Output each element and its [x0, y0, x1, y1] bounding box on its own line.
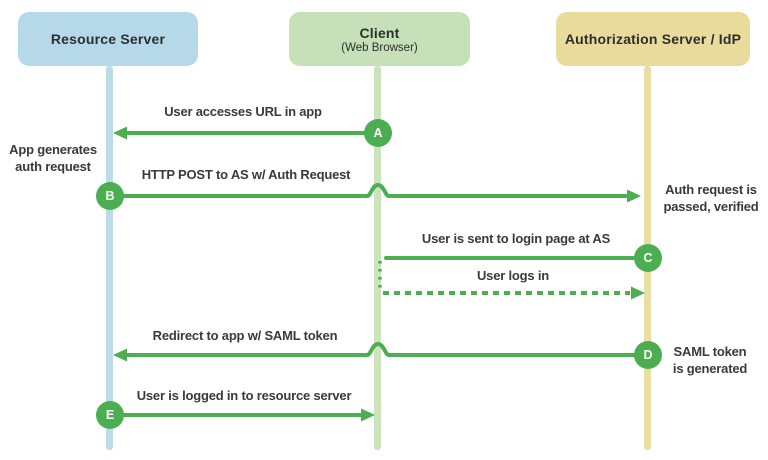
actor-box-resource-server: Resource Server	[18, 12, 198, 66]
step-badge-c: C	[634, 244, 662, 272]
message-label-sent-to-login-page: User is sent to login page at AS	[421, 231, 611, 246]
arrow-a-head	[113, 126, 127, 140]
message-label-user-logs-in: User logs in	[476, 268, 550, 283]
arrow-e-head	[361, 408, 375, 422]
side-note-line: is generated	[672, 361, 748, 376]
side-note-line: auth request	[15, 159, 91, 174]
message-label-redirect-saml-token: Redirect to app w/ SAML token	[152, 328, 338, 343]
side-note-auth-request-verified: Auth request is passed, verified	[663, 181, 758, 215]
actor-box-authorization-server: Authorization Server / IdP	[556, 12, 750, 66]
step-badge-e: E	[96, 401, 124, 429]
message-label-logged-in-resource: User is logged in to resource server	[136, 388, 352, 403]
actor-label-resource-server: Resource Server	[50, 31, 166, 47]
arrow-b-head	[627, 189, 641, 203]
side-note-app-generates-auth-request: App generates auth request	[9, 141, 97, 175]
actor-sublabel-web-browser: (Web Browser)	[341, 41, 418, 54]
actor-box-client: Client (Web Browser)	[289, 12, 470, 66]
side-note-line: App generates	[9, 142, 97, 157]
lifeline-resource-server	[106, 66, 113, 450]
step-badge-d: D	[634, 341, 662, 369]
lifeline-client	[374, 66, 381, 450]
arrow-user-logs-in-head	[631, 286, 645, 300]
step-badge-b: B	[96, 182, 124, 210]
actor-label-client: Client	[359, 24, 400, 41]
side-note-line: SAML token	[673, 344, 747, 359]
side-note-line: passed, verified	[663, 199, 759, 214]
side-note-saml-token-generated: SAML token is generated	[673, 343, 747, 377]
message-label-http-post: HTTP POST to AS w/ Auth Request	[141, 167, 351, 182]
step-badge-a: A	[364, 119, 392, 147]
side-note-line: Auth request is	[665, 182, 757, 197]
arrow-d-head	[113, 348, 127, 362]
actor-label-authorization-server: Authorization Server / IdP	[564, 31, 742, 47]
message-label-user-accesses-url: User accesses URL in app	[164, 104, 322, 119]
